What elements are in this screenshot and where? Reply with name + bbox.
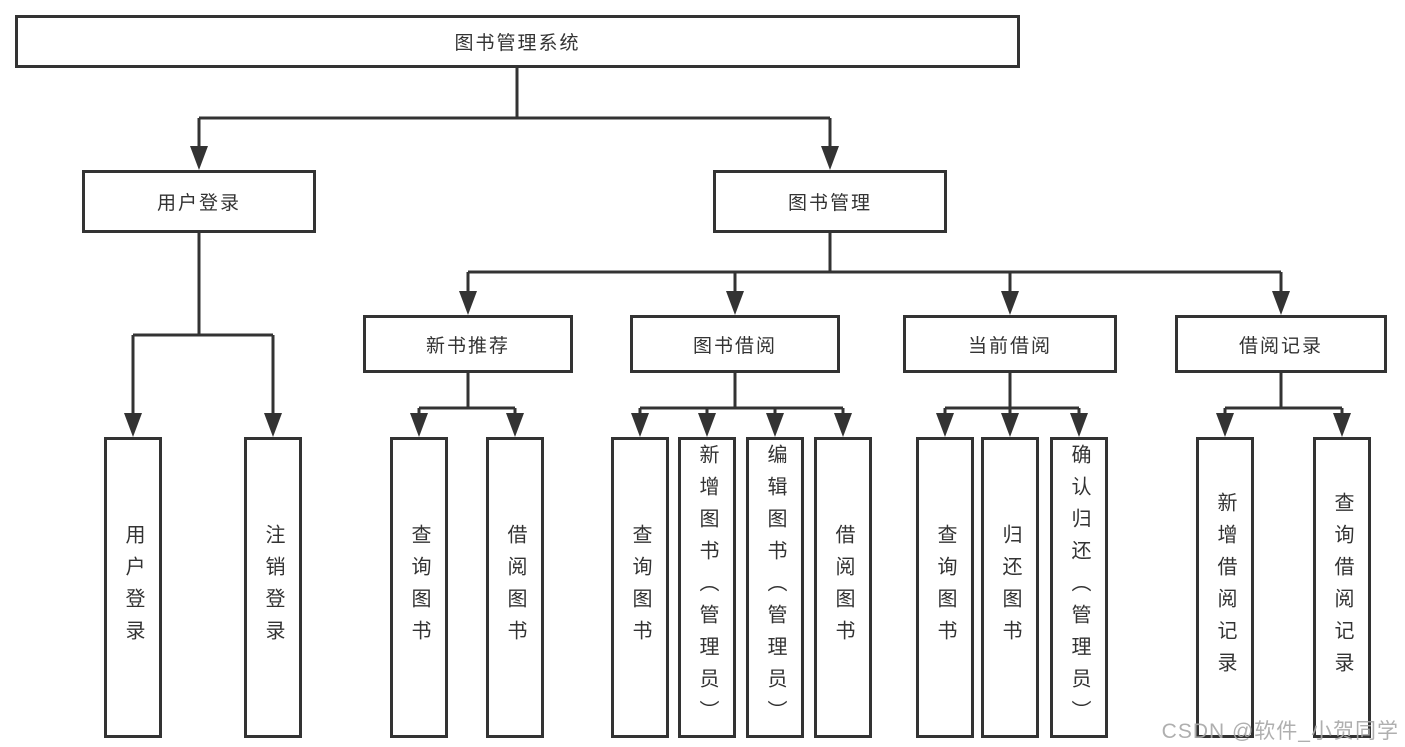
leaf-label: 借阅图书 bbox=[832, 523, 854, 652]
node-book-borrow: 图书借阅 bbox=[630, 315, 840, 373]
node-root-system: 图书管理系统 bbox=[15, 15, 1020, 68]
node-current-borrow: 当前借阅 bbox=[903, 315, 1117, 373]
leaf-query-book-2: 查询图书 bbox=[611, 437, 669, 738]
leaf-label: 新增借阅记录 bbox=[1214, 491, 1236, 684]
leaf-query-book-1: 查询图书 bbox=[390, 437, 448, 738]
leaf-label: 查询图书 bbox=[408, 523, 430, 652]
node-label: 图书管理 bbox=[787, 193, 872, 214]
leaf-label: 归还图书 bbox=[999, 523, 1021, 652]
leaf-borrow-book-1: 借阅图书 bbox=[486, 437, 544, 738]
leaf-return-book: 归还图书 bbox=[981, 437, 1039, 738]
leaf-label: 编辑图书（管理员） bbox=[764, 443, 786, 732]
node-book-management: 图书管理 bbox=[713, 170, 947, 233]
connector-new-book-children bbox=[410, 373, 524, 437]
node-label: 当前借阅 bbox=[967, 335, 1052, 357]
leaf-add-borrow-record: 新增借阅记录 bbox=[1196, 437, 1254, 738]
node-label: 新书推荐 bbox=[425, 335, 510, 357]
leaf-borrow-book-2: 借阅图书 bbox=[814, 437, 872, 738]
connector-root-to-level2 bbox=[190, 68, 839, 170]
node-label: 图书管理系统 bbox=[454, 33, 581, 54]
leaf-label: 新增图书（管理员） bbox=[696, 443, 718, 732]
leaf-add-book-admin: 新增图书（管理员） bbox=[678, 437, 736, 738]
connector-book-borrow-children bbox=[631, 373, 852, 437]
node-label: 借阅记录 bbox=[1238, 335, 1323, 357]
leaf-label: 查询图书 bbox=[629, 523, 651, 652]
leaf-query-book-3: 查询图书 bbox=[916, 437, 974, 738]
node-new-book-recommend: 新书推荐 bbox=[363, 315, 573, 373]
connector-user-login-children bbox=[124, 233, 282, 437]
node-borrow-records: 借阅记录 bbox=[1175, 315, 1387, 373]
node-label: 图书借阅 bbox=[692, 335, 777, 357]
leaf-label: 确认归还（管理员） bbox=[1068, 443, 1090, 732]
leaf-label: 查询借阅记录 bbox=[1331, 491, 1353, 684]
leaf-label: 用户登录 bbox=[122, 523, 144, 652]
watermark: CSDN @软件_小贺同学 bbox=[1161, 720, 1399, 743]
connector-borrow-record-children bbox=[1216, 373, 1351, 437]
node-user-login: 用户登录 bbox=[82, 170, 316, 233]
node-label: 用户登录 bbox=[156, 193, 241, 214]
leaf-confirm-return-admin: 确认归还（管理员） bbox=[1050, 437, 1108, 738]
connector-current-borrow-children bbox=[936, 373, 1088, 437]
leaf-query-borrow-record: 查询借阅记录 bbox=[1313, 437, 1371, 738]
leaf-edit-book-admin: 编辑图书（管理员） bbox=[746, 437, 804, 738]
leaf-logout: 注销登录 bbox=[244, 437, 302, 738]
leaf-label: 借阅图书 bbox=[504, 523, 526, 652]
connector-book-mgmt-children bbox=[459, 233, 1290, 315]
leaf-label: 注销登录 bbox=[262, 523, 284, 652]
leaf-label: 查询图书 bbox=[934, 523, 956, 652]
leaf-user-login: 用户登录 bbox=[104, 437, 162, 738]
